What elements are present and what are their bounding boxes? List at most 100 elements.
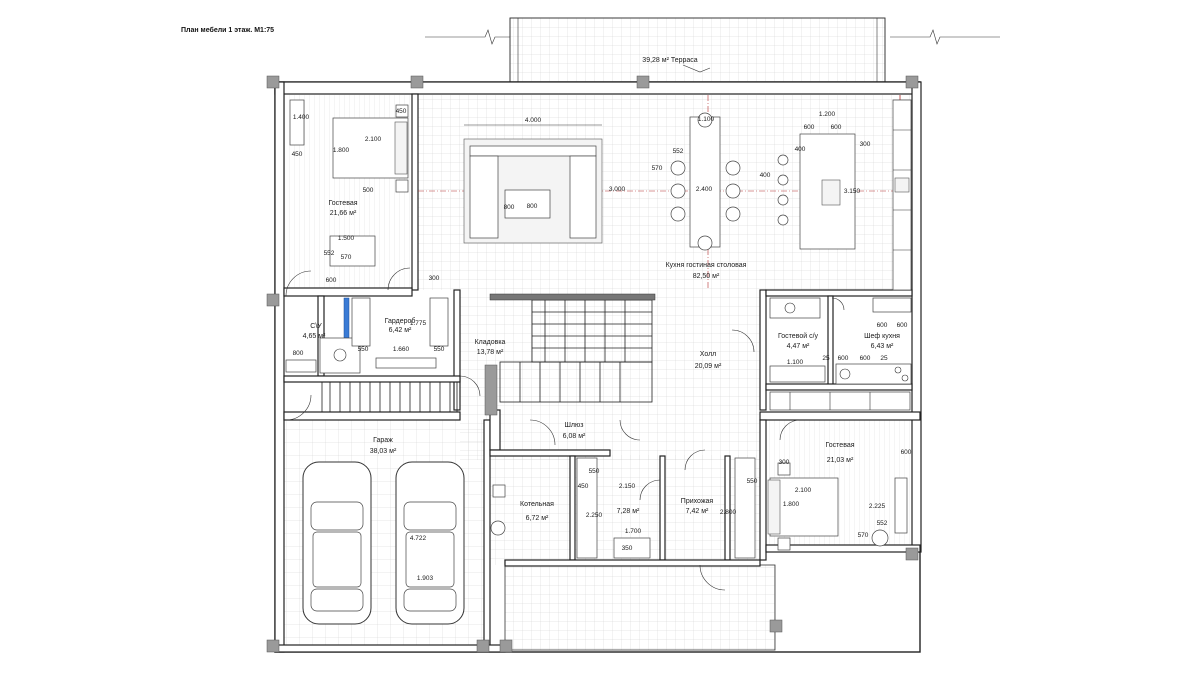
room-labels: Гостевая 21,66 м² Кухня гостиная столова…	[303, 200, 900, 522]
bath-left-name: С\У	[310, 323, 322, 330]
sofa	[463, 138, 603, 244]
dim-label: 1.775	[410, 320, 427, 327]
dim-label: 570	[652, 165, 663, 172]
chef-area: 6,43 м²	[871, 343, 894, 350]
guest-wc-fixtures	[769, 297, 826, 383]
dim-label: 600	[901, 449, 912, 456]
bath-left-area: 4,65 м²	[303, 333, 326, 340]
bed-right	[767, 462, 908, 551]
wardrobe-area: 6,42 м²	[389, 327, 412, 334]
dim-label: 600	[860, 355, 871, 362]
airlock-name: Шлюз	[565, 422, 584, 429]
kitchen-island	[777, 133, 856, 250]
dim-label: 800	[293, 350, 304, 357]
hall-wardrobe	[769, 391, 911, 411]
terrace-label: 39,28 м² Терраса	[642, 57, 698, 64]
dim-label: 600	[326, 277, 337, 284]
dim-label: 550	[589, 468, 600, 475]
dim-label: 2.250	[586, 512, 603, 519]
doors	[285, 267, 845, 591]
boiler-name: Котельная	[520, 501, 554, 508]
car-body	[395, 461, 465, 625]
pantry-area: 13,78 м²	[477, 349, 504, 356]
dim-label: 800	[527, 203, 538, 210]
dim-label: 2.800	[720, 509, 737, 516]
dim-label: 550	[434, 346, 445, 353]
car-part	[403, 501, 457, 531]
dim-label: 600	[838, 355, 849, 362]
dim-label: 1.903	[417, 575, 434, 582]
dim-label: 300	[429, 275, 440, 282]
dim-label: 3.150	[844, 188, 861, 195]
bed-left	[289, 99, 409, 267]
closet-racks	[576, 457, 756, 559]
entry-name: Прихожая	[681, 498, 714, 505]
boiler-fixtures	[490, 484, 506, 536]
dim-label: 552	[673, 148, 684, 155]
ground-lines	[425, 29, 1000, 45]
airlock-area: 6,08 м²	[563, 433, 586, 440]
living-name: Кухня гостиная столовая	[666, 262, 747, 269]
entry-area: 7,42 м²	[686, 508, 709, 515]
dim-label: 2.400	[696, 186, 713, 193]
dim-label: 600	[877, 322, 888, 329]
guest-right-area: 21,03 м²	[827, 457, 854, 464]
main-staircase	[489, 293, 656, 403]
dim-label: 1.100	[787, 359, 804, 366]
dim-label: 2.150	[619, 483, 636, 490]
dim-label: 450	[396, 108, 407, 115]
dim-label: 25	[880, 355, 888, 362]
boiler-area: 6,72 м²	[526, 515, 549, 522]
dining-table	[670, 112, 741, 251]
dim-label: 300	[779, 459, 790, 466]
dim-label: 3.000	[609, 186, 626, 193]
car-part	[405, 531, 455, 588]
dim-label: 1.100	[698, 116, 715, 123]
dim-label: 800	[504, 204, 515, 211]
staircase	[321, 381, 458, 413]
closet-area: 7,28 м²	[617, 508, 640, 515]
dim-label: 2.100	[365, 136, 382, 143]
car-part	[310, 501, 364, 531]
dim-label: 2.100	[795, 487, 812, 494]
guest-right-name: Гостевая	[825, 442, 854, 449]
dim-label: 1.500	[338, 235, 355, 242]
guest-wc-area: 4,47 м²	[787, 343, 810, 350]
car-part	[403, 588, 457, 612]
dimensions: 4.000 1.100 1.200 600 600 570 552 3.000 …	[292, 108, 912, 582]
hall-area: 20,09 м²	[695, 363, 722, 370]
dim-label: 400	[795, 146, 806, 153]
guest-left-name: Гостевая	[328, 200, 357, 207]
guest-wc-name: Гостевой с/у	[778, 332, 819, 340]
dim-label: 600	[831, 124, 842, 131]
car-left	[302, 461, 372, 625]
car-part	[312, 531, 362, 588]
dim-label: 4.000	[525, 117, 542, 124]
dim-label: 552	[324, 250, 335, 257]
kitchen-counter	[892, 99, 912, 291]
garage-area: 38,03 м²	[370, 448, 397, 455]
chef-kitchen-fixtures	[835, 297, 912, 385]
dim-label: 450	[292, 151, 303, 158]
dim-label: 400	[760, 172, 771, 179]
wardrobe-shelves	[351, 297, 449, 369]
dim-label: 450	[578, 483, 589, 490]
dim-label: 4.722	[410, 535, 427, 542]
wardrobe-name: Гардероб	[385, 317, 416, 325]
dim-label: 350	[622, 545, 633, 552]
hall-name: Холл	[700, 351, 717, 358]
guest-left-area: 21,66 м²	[330, 210, 357, 217]
dim-label: 500	[363, 187, 374, 194]
dim-label: 1.400	[293, 114, 310, 121]
garage-name: Гараж	[373, 437, 393, 444]
dim-label: 25	[822, 355, 830, 362]
car-part	[310, 588, 364, 612]
dim-label: 570	[341, 254, 352, 261]
dim-label: 600	[897, 322, 908, 329]
dim-label: 1.200	[819, 111, 836, 118]
living-area: 82,50 м²	[693, 273, 720, 280]
car-body	[302, 461, 372, 625]
columns	[266, 75, 919, 653]
car-right	[395, 461, 465, 625]
